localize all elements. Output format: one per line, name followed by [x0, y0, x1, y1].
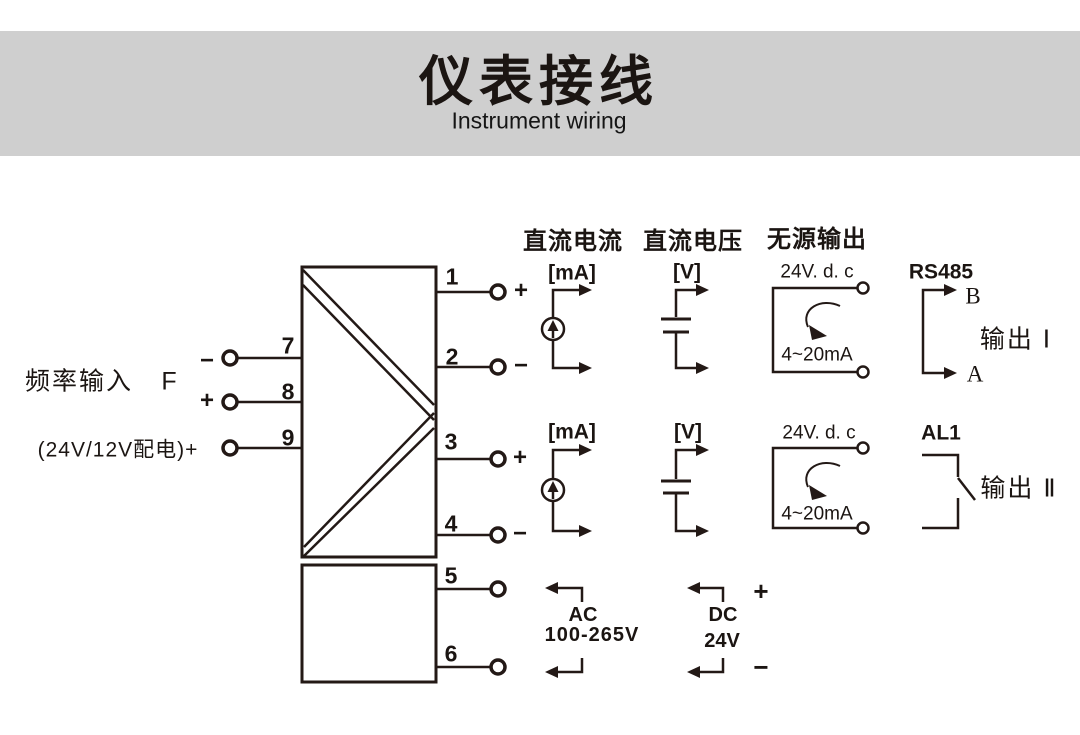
- output-1-label: 输出 Ⅰ: [979, 325, 1053, 354]
- rs485-b-label: B: [965, 283, 981, 309]
- arc-arrowhead-icon: [809, 325, 827, 340]
- arrow-up-icon: [547, 481, 559, 492]
- terminal-4-circle: [489, 526, 507, 544]
- terminal-7-number: 7: [281, 332, 295, 359]
- range-4-20ma-row1: 4~20mA: [781, 344, 853, 366]
- dc-supply-symbol: [687, 582, 725, 678]
- terminal-4-sign: −: [512, 520, 528, 547]
- terminal-8-circle: [221, 393, 239, 411]
- terminal-1-number: 1: [445, 263, 459, 290]
- passive-output-loop-row2: [771, 441, 870, 535]
- dc-minus-sign: −: [753, 652, 769, 682]
- isolation-diagonal-1a: [302, 269, 435, 406]
- contact-blade: [957, 477, 976, 501]
- terminal-8-number: 8: [281, 378, 295, 405]
- arrow-right-icon: [944, 284, 957, 296]
- al1-relay-contact: [922, 453, 976, 530]
- supply-24vdc-row2: 24V. d. c: [782, 422, 856, 444]
- page-subtitle: Instrument wiring: [451, 107, 627, 134]
- current-direction-arc: [805, 301, 841, 328]
- rs485-a-label: A: [966, 361, 984, 387]
- rs485-bracket: [921, 284, 957, 379]
- arrow-up-icon: [547, 320, 559, 331]
- isolation-diagonal-2b: [303, 427, 435, 557]
- loop-terminal-circle: [856, 441, 870, 455]
- ac-supply-symbol: [545, 582, 584, 678]
- page-title: 仪表接线: [419, 52, 659, 112]
- ac-range-label: 100-265V: [544, 624, 640, 646]
- al1-label: AL1: [921, 421, 961, 445]
- terminal-6-number: 6: [444, 640, 458, 667]
- unit-ma-row2: [mA]: [548, 420, 596, 444]
- left-terminal-wires: [221, 349, 302, 457]
- supply-24vdc-row1: 24V. d. c: [780, 261, 854, 283]
- terminal-5-number: 5: [444, 562, 458, 589]
- terminal-1-circle: [489, 283, 507, 301]
- arrow-left-icon: [687, 666, 700, 678]
- arrow-right-icon: [696, 525, 709, 537]
- terminal-3-number: 3: [444, 428, 458, 455]
- terminal-2-sign: −: [513, 352, 529, 379]
- arrow-right-icon: [579, 284, 592, 296]
- isolator-upper-section: [300, 265, 438, 559]
- terminal-2-number: 2: [445, 343, 459, 370]
- dc-voltage-symbol-row1: [661, 284, 709, 374]
- arrow-right-icon: [579, 362, 592, 374]
- arrow-right-icon: [696, 362, 709, 374]
- loop-terminal-circle: [856, 521, 870, 535]
- terminal-7-circle: [221, 349, 239, 367]
- dc-current-symbol-row2: [540, 444, 592, 537]
- passive-output-loop-row1: [771, 281, 870, 379]
- unit-v-row1: [V]: [673, 260, 701, 284]
- arrow-right-icon: [696, 444, 709, 456]
- arrow-right-icon: [696, 284, 709, 296]
- frequency-symbol: F: [161, 367, 179, 396]
- arrow-right-icon: [579, 525, 592, 537]
- terminal-9-circle: [221, 439, 239, 457]
- unit-ma-row1: [mA]: [548, 261, 596, 285]
- terminal-5-circle: [489, 580, 507, 598]
- dc-label: DC: [708, 604, 738, 626]
- header-dc-voltage: 直流电压: [643, 228, 743, 255]
- terminal-2-circle: [489, 358, 507, 376]
- unit-v-row2: [V]: [674, 420, 702, 444]
- terminal-8-sign: +: [199, 387, 215, 414]
- terminal-7-sign: −: [199, 347, 215, 374]
- arc-arrowhead-icon: [809, 485, 827, 500]
- frequency-input-label: 频率输入: [24, 367, 134, 396]
- isolator-lower-section: [300, 563, 438, 684]
- header-dc-current: 直流电流: [523, 228, 623, 255]
- title-banner: [0, 31, 1080, 156]
- terminal-6-circle: [489, 658, 507, 676]
- isolator-block: [300, 265, 438, 684]
- output-2-label: 输出 Ⅱ: [980, 474, 1058, 503]
- terminal-3-sign: +: [512, 444, 528, 471]
- loop-terminal-circle: [856, 365, 870, 379]
- dc-current-symbol-row1: [540, 284, 592, 374]
- dc-value-label: 24V: [704, 630, 740, 652]
- dc-plus-sign: +: [753, 576, 769, 606]
- range-4-20ma-row2: 4~20mA: [781, 503, 853, 525]
- power-distribution-label: (24V/12V配电)+: [37, 438, 199, 462]
- arrow-left-icon: [545, 582, 558, 594]
- terminal-1-sign: +: [513, 277, 529, 304]
- arrow-right-icon: [944, 367, 957, 379]
- terminal-9-number: 9: [281, 424, 295, 451]
- dc-voltage-symbol-row2: [661, 444, 709, 537]
- ac-label: AC: [568, 604, 598, 626]
- right-terminal-wires: [436, 283, 507, 676]
- loop-terminal-circle: [856, 281, 870, 295]
- isolation-diagonal-1b: [302, 284, 435, 421]
- arrow-right-icon: [579, 444, 592, 456]
- arrow-left-icon: [545, 666, 558, 678]
- rs485-label: RS485: [908, 260, 974, 284]
- isolation-diagonal-2a: [303, 412, 435, 548]
- terminal-3-circle: [489, 450, 507, 468]
- header-passive-output: 无源输出: [767, 226, 867, 253]
- arrow-left-icon: [687, 582, 700, 594]
- current-direction-arc: [805, 461, 841, 488]
- terminal-4-number: 4: [444, 510, 458, 537]
